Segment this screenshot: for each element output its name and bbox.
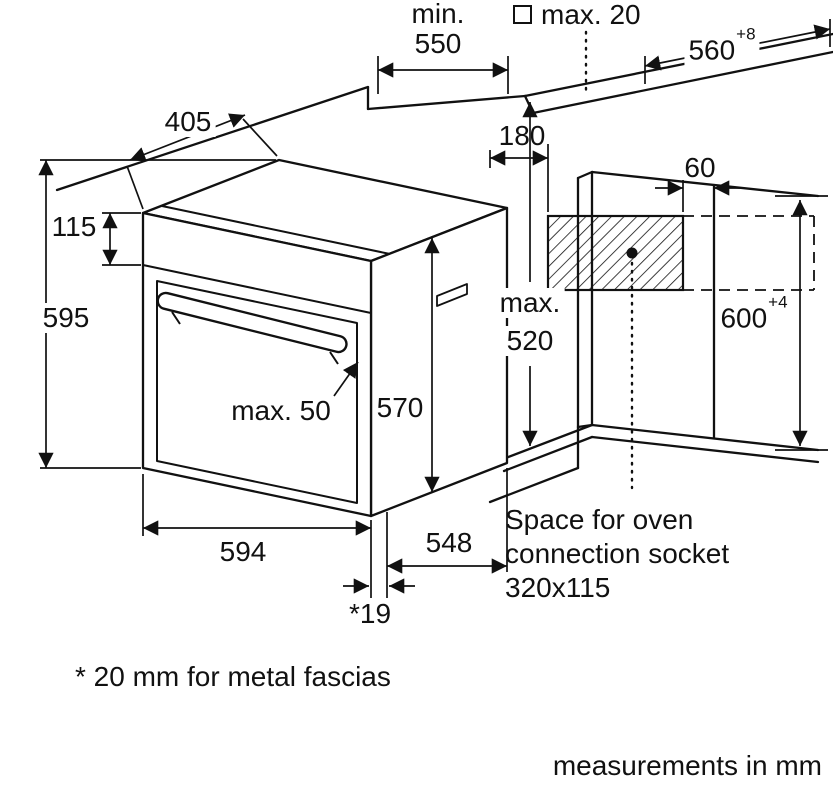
socket-point — [626, 247, 638, 259]
socket-hatched-area — [546, 214, 685, 292]
dim-label-socket-offset-side: 60 — [684, 152, 716, 183]
dim-label-niche-depth-min-word: min. — [411, 0, 465, 29]
dim-label-niche-height: 600+4 — [716, 293, 792, 334]
dim-label-fascia-gap-max: max. 20 — [541, 0, 641, 30]
dim-label-niche-depth-min-value: 550 — [414, 28, 462, 59]
dim-label-niche-width: 560+8 — [684, 25, 760, 66]
dim-label-handle-clearance: max. 50 — [231, 395, 331, 426]
dim-label-socket-offset-depth: 180 — [498, 120, 546, 151]
dim-label-plinth-max-word: max. — [495, 288, 565, 318]
top-crease-line — [161, 205, 391, 255]
oven-front-face — [141, 211, 373, 518]
niche-width-value: 560 — [688, 34, 736, 66]
niche-width-tolerance: +8 — [736, 24, 756, 44]
dim-label-plinth-max-value: 520 — [502, 326, 558, 356]
handle-mount-right — [329, 351, 339, 365]
control-panel-line — [142, 264, 372, 314]
dim-label-top-depth: 405 — [160, 107, 216, 137]
socket-note-line2: connection socket — [505, 538, 730, 569]
square-symbol — [513, 5, 532, 24]
dim-label-fascia-height: 115 — [51, 211, 97, 242]
oven-door — [156, 280, 358, 504]
handle-mount-left — [171, 311, 181, 325]
socket-note-line3: 320x115 — [505, 572, 611, 603]
dim-label-oven-height: 595 — [38, 303, 94, 333]
fascia-footnote: * 20 mm for metal fascias — [75, 661, 391, 692]
units-note: measurements in mm — [552, 750, 822, 781]
dim-label-body-height: 570 — [376, 392, 424, 423]
niche-height-tolerance: +4 — [768, 292, 788, 312]
socket-note-line1: Space for oven — [505, 504, 694, 535]
dim-label-oven-width: 594 — [219, 536, 267, 567]
oven-body — [141, 158, 509, 518]
dim-label-oven-depth: 548 — [425, 527, 473, 558]
niche-height-value: 600 — [720, 302, 768, 334]
connection-socket-area — [546, 30, 815, 490]
dim-label-frame-depth: *19 — [348, 598, 392, 629]
door-handle — [156, 291, 348, 354]
oven-side-face — [369, 206, 509, 518]
